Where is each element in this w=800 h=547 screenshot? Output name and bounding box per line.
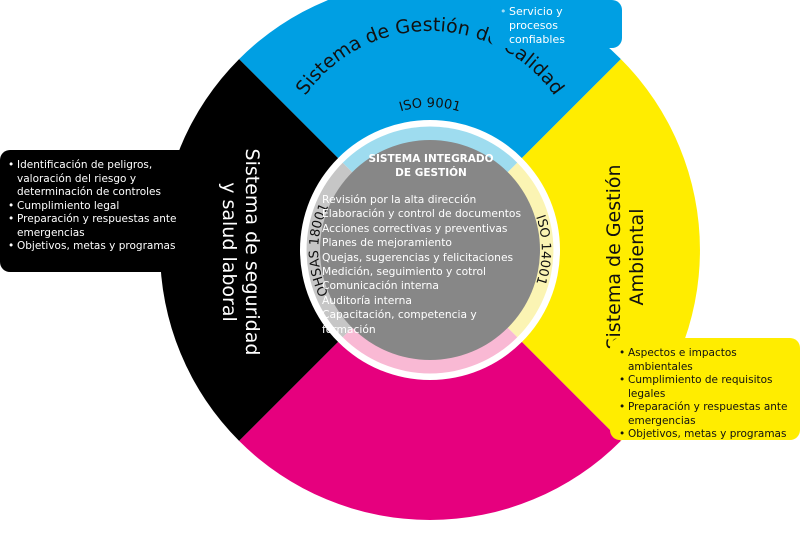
iso9001-label: ISO 9001 [398,96,463,115]
list-item: Preparación y respuestas ante emergencia… [8,213,193,240]
list-item: Cumplimiento legal [8,200,193,214]
list-item: Aspectos e impactos ambientales [619,347,796,374]
list-item: Quejas, sugerencias y felicitaciones [322,250,514,264]
ambiental-callout: Aspectos e impactos ambientales Cumplimi… [610,338,800,442]
list-item: Auditoría interna [322,293,412,307]
ambiental-title-line2: Ambiental [626,209,648,306]
list-item: Acciones correctivas y preventivas [322,221,508,235]
center-title-line2: DE GESTIÓN [395,166,467,179]
seguridad-title-line1: Sistema de seguridad [241,149,263,356]
list-item: Preparación y respuestas ante emergencia… [619,401,796,428]
seguridad-callout: Identificación de peligros, valoración d… [0,150,197,272]
list-item: Planes de mejoramiento [322,236,452,250]
calidad-callout: Servicio y procesos confiables [490,0,622,48]
seguridad-title-line2: y salud laboral [218,182,240,322]
list-item: Objetivos, metas y programas [8,240,193,254]
list-item: Cumplimiento de requisitos legales [619,374,796,401]
list-item: Comunicación interna [322,279,439,293]
list-item: Revisión por la alta dirección [322,193,477,206]
center-disc [320,140,540,360]
center-activity-list: Revisión por la alta dirección Elaboraci… [322,193,532,337]
list-item: Capacitación, competencia y formación [322,308,477,336]
magenta-quadrant [239,250,621,520]
list-item: Objetivos, metas y programas [619,428,796,442]
ambiental-title-line1: Sistema de Gestión [603,164,625,349]
center-title-line1: SISTEMA INTEGRADO [368,153,493,165]
list-item: Medición, seguimiento y cotrol [322,265,487,279]
seguridad-quadrant [160,59,431,441]
list-item: Elaboración y control de documentos [322,207,522,221]
iso14001-label: ISO 14001 [532,213,553,286]
list-item: Servicio y procesos confiables [500,5,614,47]
list-item: Identificación de peligros, valoración d… [8,159,193,200]
